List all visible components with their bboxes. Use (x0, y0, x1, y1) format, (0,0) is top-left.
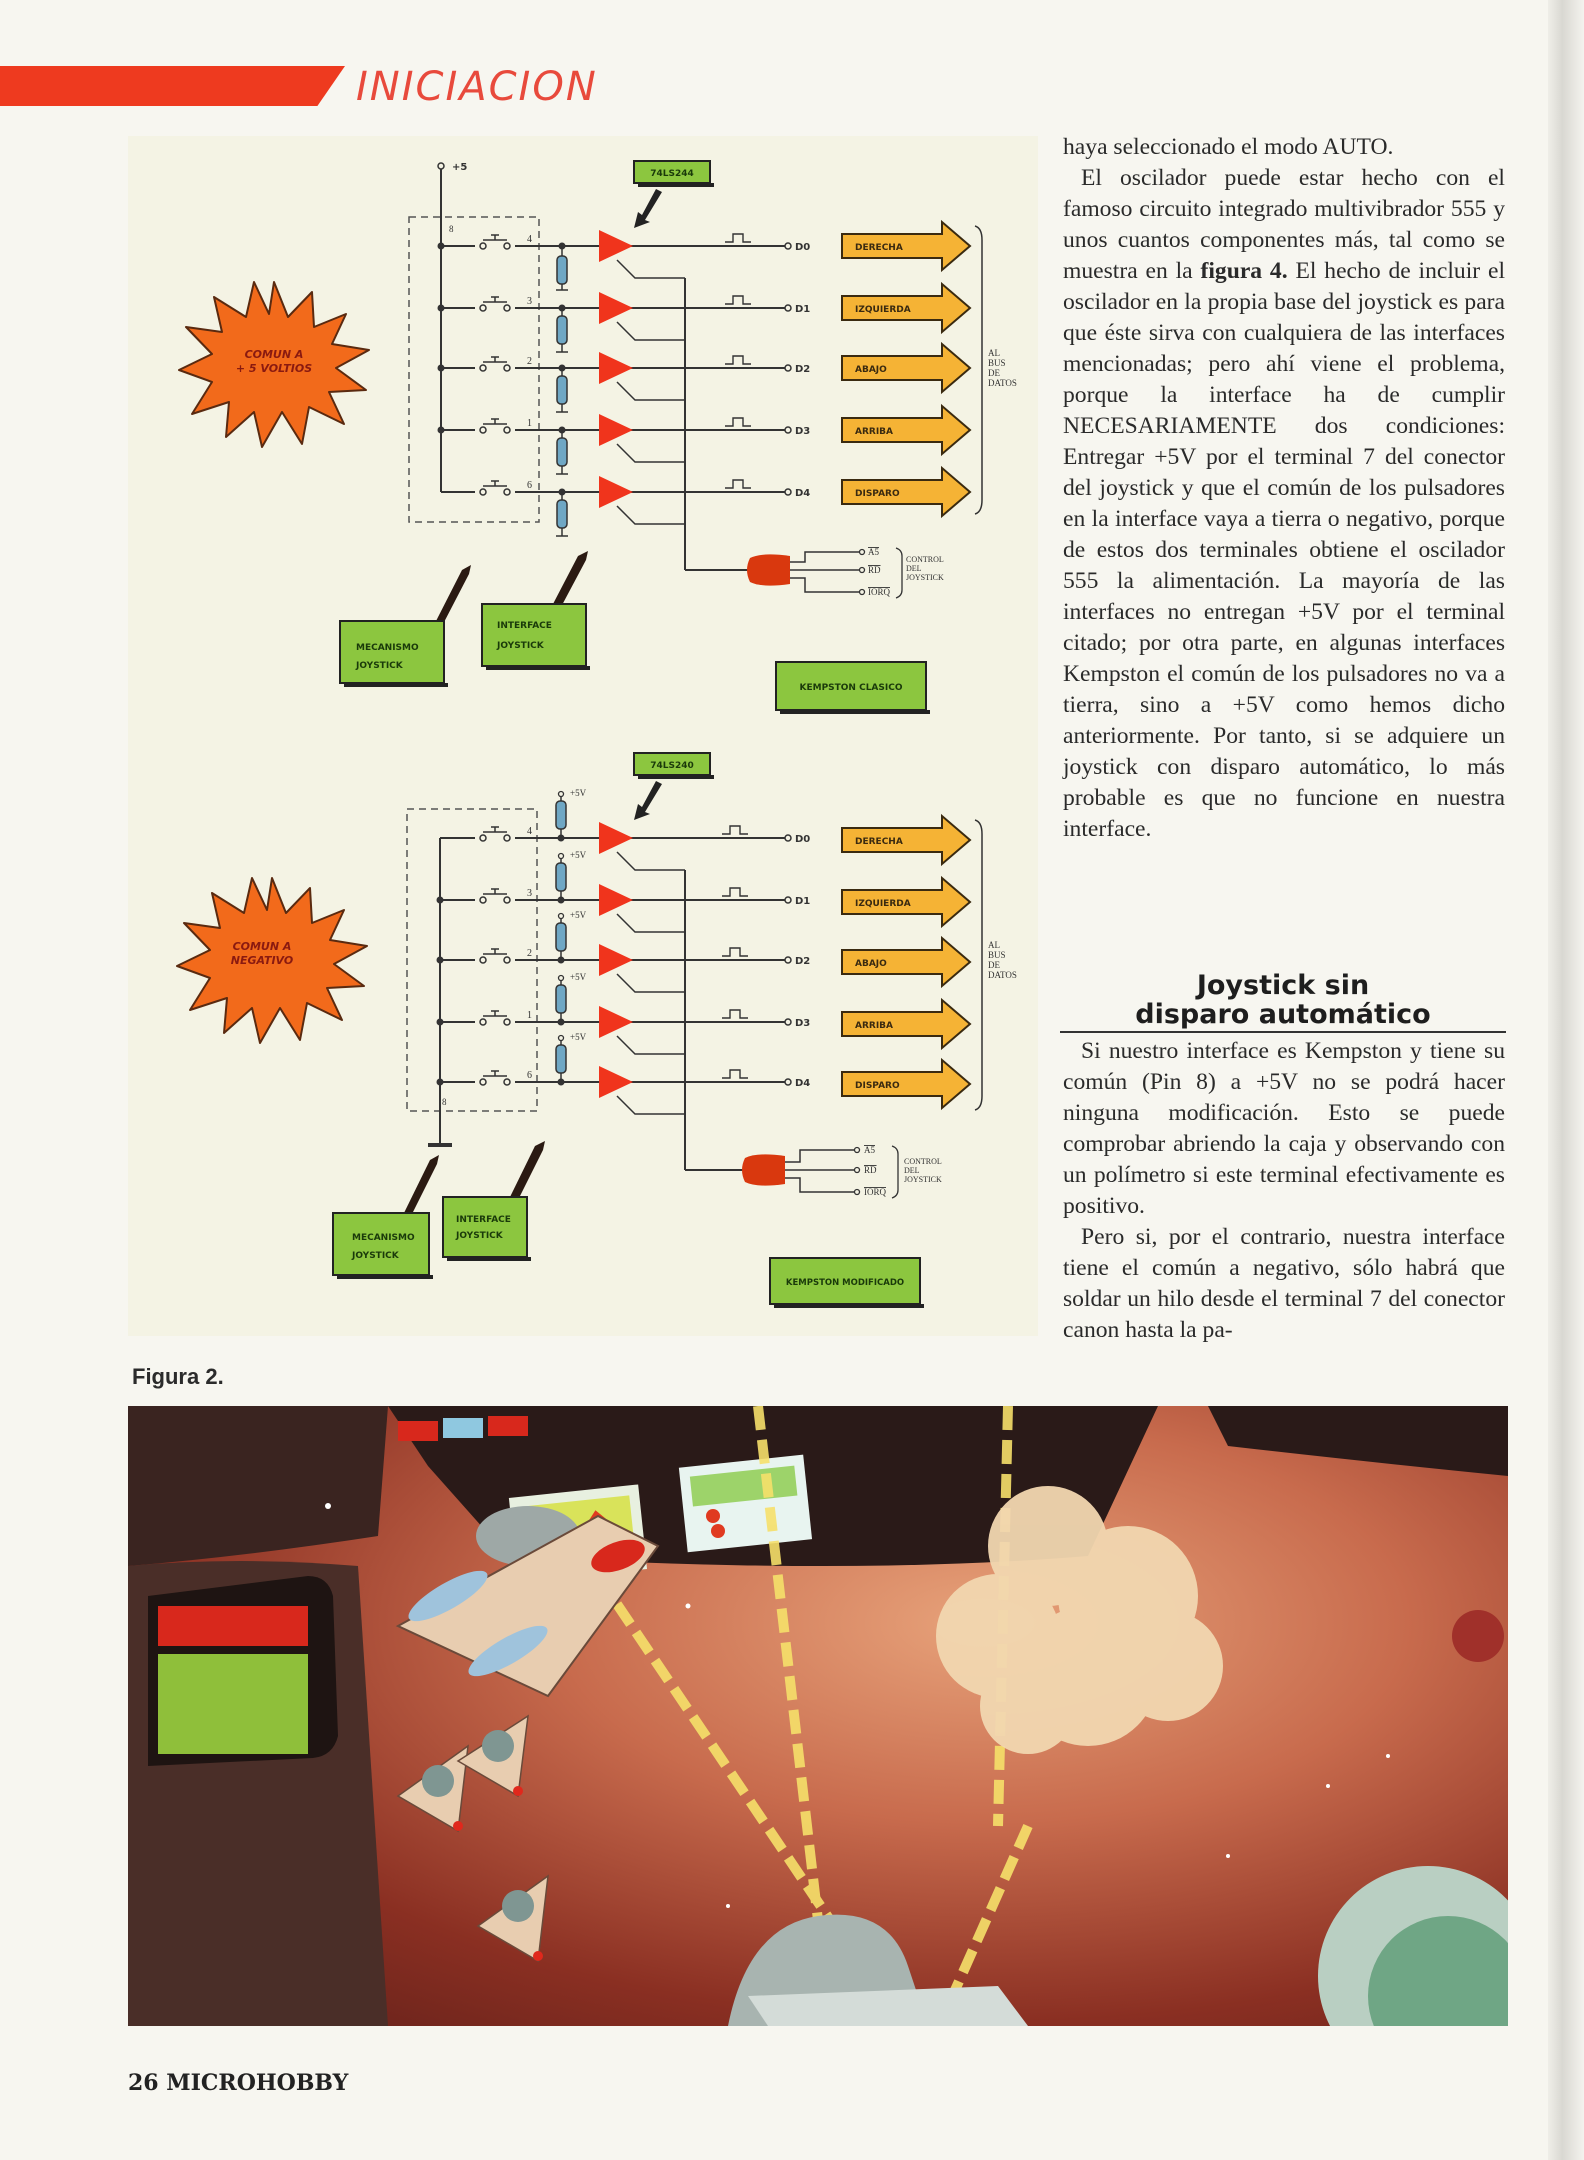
arrow-label-izquierda: IZQUIERDA (855, 305, 911, 315)
svg-text:INTERFACE: INTERFACE (497, 621, 552, 631)
svg-text:A5: A5 (864, 1145, 875, 1155)
svg-text:8: 8 (442, 1097, 447, 1107)
illustration-art (128, 1406, 1508, 2026)
svg-text:D0: D0 (795, 834, 810, 845)
svg-text:JOYSTICK: JOYSTICK (355, 661, 404, 671)
svg-text:D4: D4 (795, 488, 810, 499)
svg-text:DATOS: DATOS (988, 970, 1017, 980)
svg-text:DISPARO: DISPARO (855, 1081, 900, 1091)
variant-label-kempston-modificado: KEMPSTON MODIFICADO (786, 1278, 904, 1288)
svg-text:RD: RD (868, 565, 881, 575)
svg-text:+5V: +5V (570, 850, 587, 860)
diagram-bottom: COMUN A NEGATIVO 8 4 (176, 752, 1017, 1308)
svg-text:JOYSTICK: JOYSTICK (904, 1175, 942, 1184)
svg-text:D2: D2 (795, 364, 810, 375)
svg-text:CONTROL: CONTROL (904, 1157, 942, 1166)
fighter-ships-small (396, 1714, 549, 1963)
svg-text:INTERFACE: INTERFACE (456, 1215, 511, 1225)
arrow-label-disparo: DISPARO (855, 489, 900, 499)
diagram-top: COMUN A + 5 VOLTIOS +5 8 (178, 160, 1017, 714)
arrow-label-abajo: ABAJO (855, 365, 887, 375)
svg-text:D2: D2 (795, 956, 810, 967)
paragraph-3: Si nuestro interface es Kempston y tiene… (1063, 1038, 1505, 1219)
svg-text:D1: D1 (795, 896, 810, 907)
burst-label-line2: + 5 VOLTIOS (236, 362, 312, 375)
svg-text:+5V: +5V (570, 972, 587, 982)
page-footer: 26 MICROHOBBY (128, 2070, 349, 2096)
svg-text:6: 6 (527, 480, 532, 491)
svg-text:IZQUIERDA: IZQUIERDA (855, 899, 911, 909)
burst-label-line1: COMUN A (245, 348, 304, 361)
supply-label: +5 (452, 162, 467, 173)
chip-label-74ls244: 74LS244 (650, 169, 694, 179)
svg-text:DERECHA: DERECHA (855, 837, 903, 847)
svg-text:+5V: +5V (570, 788, 587, 798)
svg-text:BUS: BUS (988, 950, 1006, 960)
svg-text:+5V: +5V (570, 1032, 587, 1042)
svg-text:3: 3 (527, 888, 532, 899)
svg-text:IORQ: IORQ (864, 1187, 886, 1197)
svg-text:RD: RD (864, 1165, 877, 1175)
svg-text:2: 2 (527, 356, 532, 367)
arrow-label-derecha: DERECHA (855, 243, 903, 253)
svg-text:3: 3 (527, 296, 532, 307)
svg-text:JOYSTICK: JOYSTICK (455, 1231, 504, 1241)
svg-text:6: 6 (527, 1070, 532, 1081)
svg-text:DE: DE (988, 960, 1000, 970)
svg-text:JOYSTICK: JOYSTICK (496, 641, 545, 651)
svg-text:1: 1 (527, 418, 532, 429)
svg-text:MECANISMO: MECANISMO (352, 1233, 415, 1243)
fighter-ship-large (395, 1506, 660, 1698)
common-pin-label: 8 (449, 224, 454, 234)
paragraph-4: Pero si, por el contrario, nuestra inter… (1063, 1224, 1505, 1343)
svg-text:DATOS: DATOS (988, 378, 1017, 388)
svg-text:DE: DE (988, 368, 1000, 378)
svg-text:JOYSTICK: JOYSTICK (906, 573, 944, 582)
svg-text:AL: AL (988, 348, 1000, 358)
svg-text:ABAJO: ABAJO (855, 959, 887, 969)
svg-text:1: 1 (527, 1010, 532, 1021)
figure-2-schematics: COMUN A + 5 VOLTIOS +5 8 (176, 160, 1017, 1308)
article-column-top: haya seleccionado el modo AUTO. El oscil… (1063, 132, 1505, 845)
arrow-label-arriba: ARRIBA (855, 427, 893, 437)
subheading: Joystick sin disparo automático (1060, 971, 1506, 1033)
svg-text:JOYSTICK: JOYSTICK (351, 1251, 400, 1261)
section-color-bar (0, 66, 345, 106)
svg-text:A5: A5 (868, 547, 879, 557)
space-battle-illustration (128, 1406, 1508, 2026)
chip-label-74ls240: 74LS240 (650, 761, 694, 771)
paragraph-2: El oscilador puede estar hecho con el fa… (1063, 165, 1505, 842)
svg-text:MECANISMO: MECANISMO (356, 643, 419, 653)
svg-text:DEL: DEL (906, 564, 922, 573)
svg-text:D4: D4 (795, 1078, 810, 1089)
svg-text:+5V: +5V (570, 910, 587, 920)
figure-caption: Figura 2. (132, 1364, 224, 1389)
svg-text:D3: D3 (795, 426, 810, 437)
svg-text:IORQ: IORQ (868, 587, 890, 597)
svg-text:NEGATIVO: NEGATIVO (231, 954, 293, 967)
page-gutter-shadow (1548, 0, 1584, 2160)
paragraph-1: haya seleccionado el modo AUTO. (1063, 134, 1394, 160)
article-column-bottom: Si nuestro interface es Kempston y tiene… (1063, 1036, 1505, 1346)
svg-text:DEL: DEL (904, 1166, 920, 1175)
svg-text:BUS: BUS (988, 358, 1006, 368)
section-title: INICIACION (356, 64, 598, 110)
svg-text:ARRIBA: ARRIBA (855, 1021, 893, 1031)
figure-reference: figura 4. (1200, 258, 1288, 284)
svg-text:D3: D3 (795, 1018, 810, 1029)
svg-text:D0: D0 (795, 242, 810, 253)
svg-text:COMUN A: COMUN A (233, 940, 292, 953)
variant-label-kempston-clasico: KEMPSTON CLASICO (799, 683, 902, 693)
svg-text:D1: D1 (795, 304, 810, 315)
svg-text:4: 4 (527, 234, 532, 245)
svg-text:2: 2 (527, 948, 532, 959)
svg-text:CONTROL: CONTROL (906, 555, 944, 564)
svg-text:AL: AL (988, 940, 1000, 950)
svg-text:4: 4 (527, 826, 532, 837)
